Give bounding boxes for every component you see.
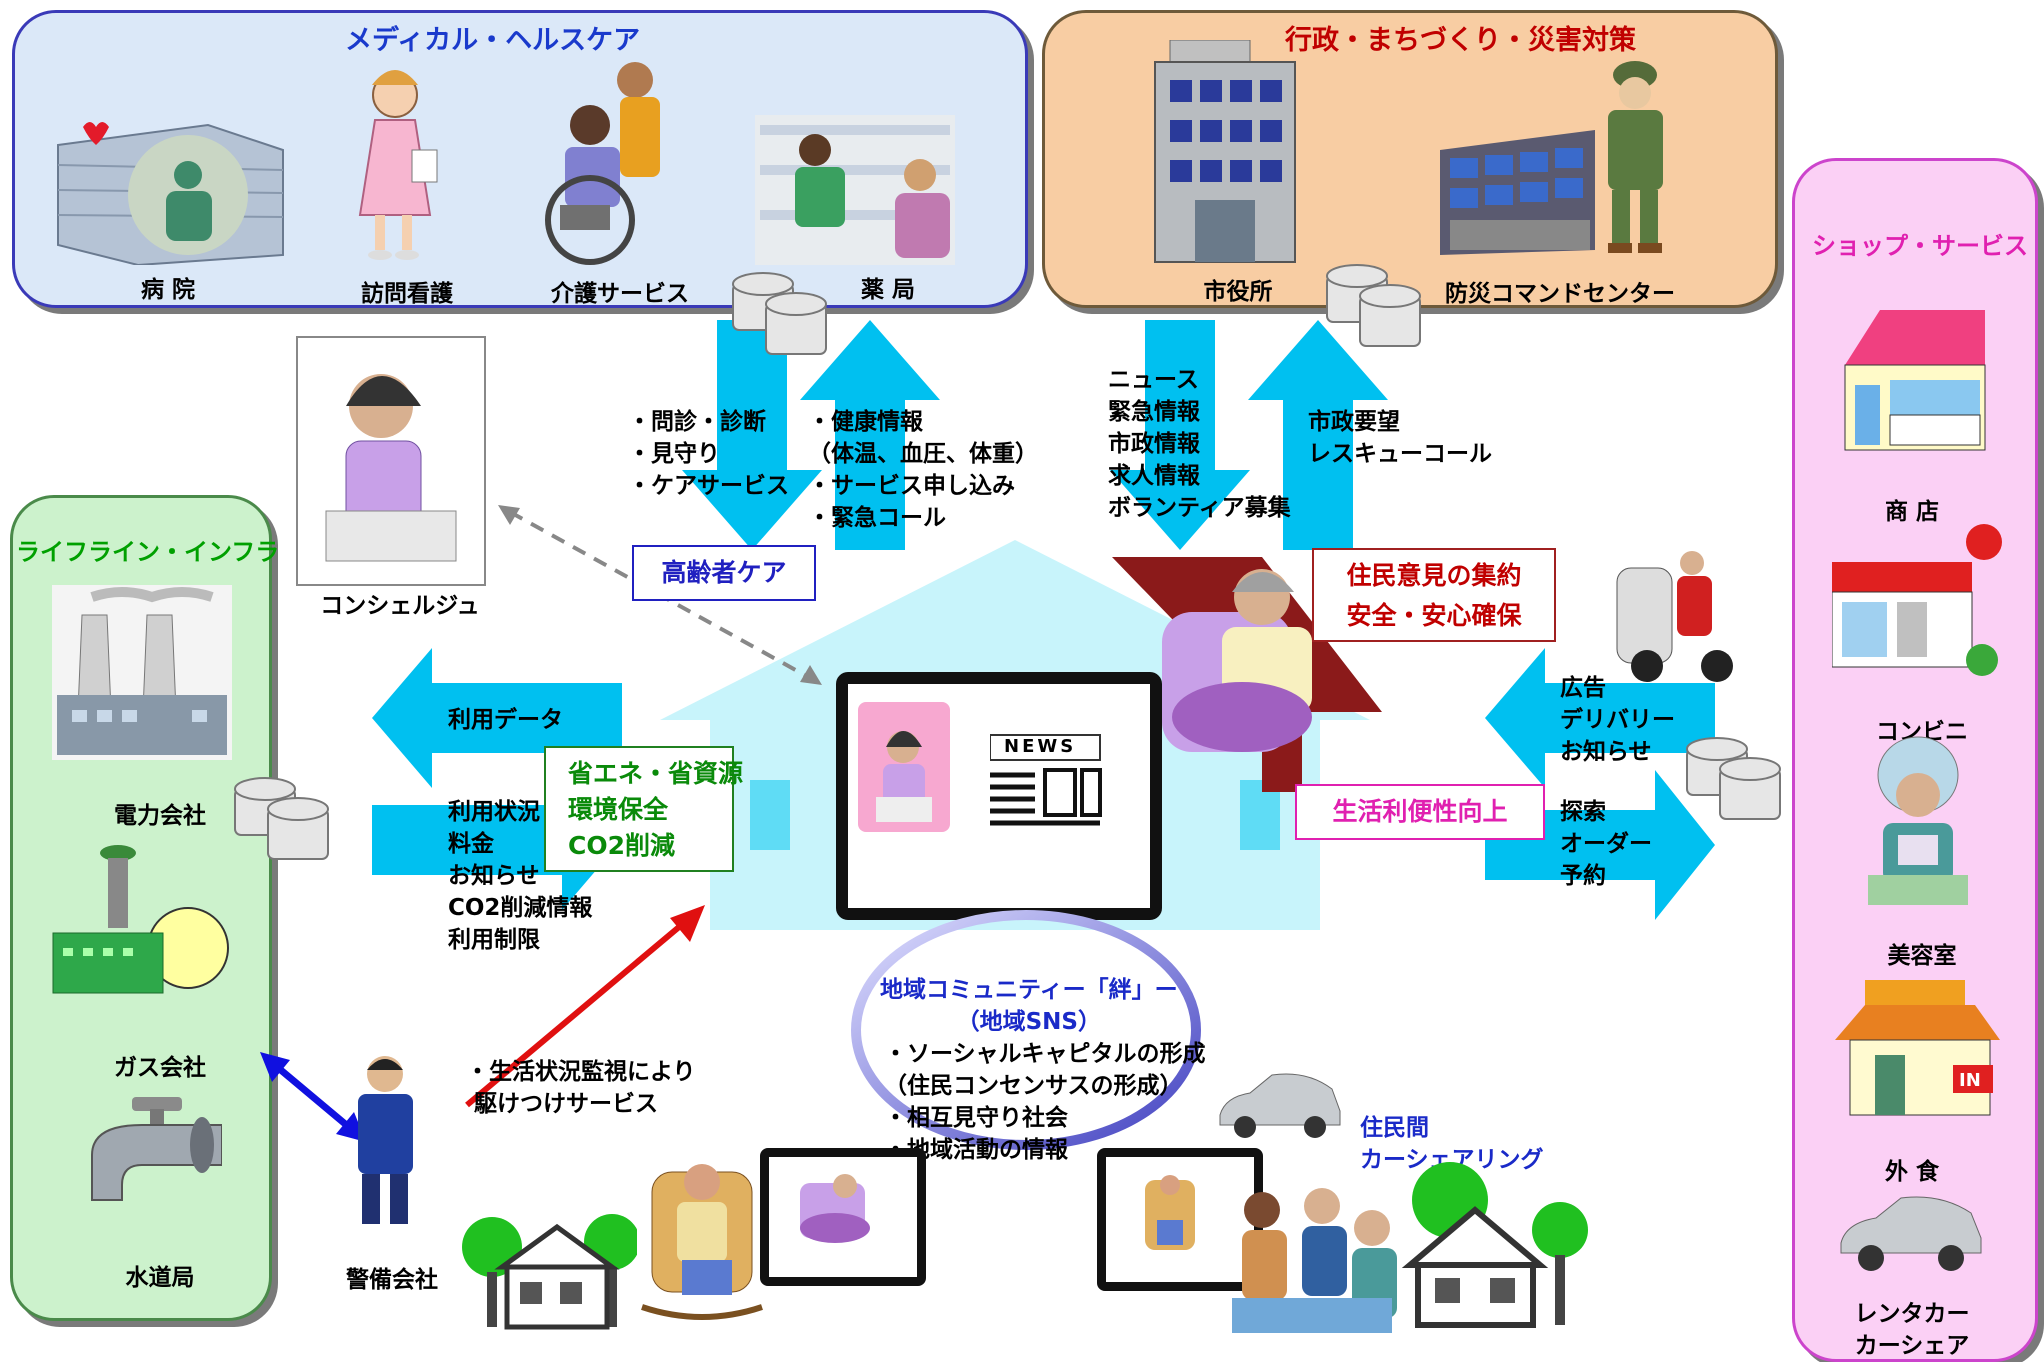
svg-text:IN: IN: [1959, 1070, 1981, 1091]
arrow-care-down: [682, 320, 822, 550]
emergency-red-arrow: [465, 905, 705, 1108]
convenience-box: 生活利便性向上: [1295, 784, 1545, 840]
hospital-label: 病 院: [140, 277, 195, 303]
resident-with-cushion-icon: [1112, 557, 1382, 792]
lifeline-panel-title: ライフライン・インフラ: [16, 538, 280, 566]
arrow-care-up: [800, 320, 940, 550]
water-bureau-label: 水道局: [125, 1265, 195, 1291]
beauty-salon-icon: [1868, 736, 1968, 905]
bottom-tablet-left: [760, 1148, 926, 1286]
security-company-label: 警備会社: [346, 1267, 438, 1293]
rental-car-icon: [1840, 1196, 1982, 1271]
concierge-icon: [296, 336, 486, 586]
concierge-label: コンシェルジュ: [320, 593, 480, 619]
pharmacy-icon: [755, 115, 955, 265]
shop-left-text: 広告 デリバリー お知らせ: [1560, 675, 1675, 765]
card-players-icon: [1232, 1188, 1397, 1333]
gas-plant-icon: [52, 845, 229, 994]
arrow-gov-down: [1110, 320, 1250, 550]
city-hall-icon: [1154, 40, 1296, 263]
life-right-text: 利用状況 料金 お知らせ CO2削減情報 利用制限: [448, 799, 593, 953]
power-company-label: 電力会社: [114, 803, 206, 829]
elderly-care-box: 高齢者ケア: [632, 545, 816, 601]
convenience-store-icon: [1832, 524, 2002, 676]
community-ellipse: [851, 910, 1201, 1150]
care-service-icon: [545, 62, 660, 265]
security-guard-icon: [358, 1056, 413, 1224]
tablet-elderly-icon: [1145, 1175, 1195, 1250]
gov-down-text: ニュース 緊急情報 市政情報 求人情報 ボランティア募集: [1108, 367, 1291, 521]
city-hall-label: 市役所: [1203, 279, 1273, 305]
news-icon: [990, 734, 1102, 826]
security-service-text: ・生活状況監視により 駆けつけサービス: [466, 1059, 696, 1117]
visiting-nurse-label: 訪問看護: [361, 281, 453, 307]
car-share-car-icon: [1219, 1073, 1341, 1138]
disaster-command-label: 防災コマンドセンター: [1445, 281, 1675, 307]
elderly-rocking-chair-icon: [641, 1164, 763, 1320]
care-down-text: ・問診・診断 ・見守り ・ケアサービス: [628, 409, 789, 499]
house-trees-icon: [462, 1214, 637, 1330]
tablet-operator-icon: [858, 702, 950, 832]
eco-box: 省エネ・省資源 環境保全 CO2削減: [544, 746, 743, 872]
tablet-resident-icon: [800, 1174, 870, 1243]
database-icon: [1326, 264, 1421, 347]
beauty-salon-label: 美容室: [1887, 943, 1957, 969]
database-icon: [234, 777, 329, 860]
community-title: 地域コミュニティー「絆」ー （地域SNS）: [880, 977, 1178, 1035]
gas-company-label: ガス会社: [114, 1055, 206, 1081]
restaurant-label: 外 食: [1884, 1159, 1939, 1185]
opinion-box: 住民意見の集約 安全・安心確保: [1312, 548, 1556, 642]
shop-panel-title: ショップ・サービス: [1812, 232, 2028, 260]
care-up-text: ・健康情報 （体温、血圧、体重） ・サービス申し込み ・緊急コール: [808, 409, 1038, 531]
arrow-shop-left: [1485, 648, 1715, 788]
shop-store-icon: [1844, 310, 1986, 451]
rental-car-label: レンタカー カーシェア: [1854, 1301, 1970, 1359]
hospital-icon: [57, 122, 284, 265]
shop-right-text: 探索 オーダー 予約: [1560, 799, 1652, 889]
gov-panel-title: 行政・まちづくり・災害対策: [1285, 25, 1636, 56]
medical-panel-title: メディカル・ヘルスケア: [345, 25, 641, 56]
soldier-icon: [1608, 61, 1663, 253]
power-plant-icon: [52, 585, 232, 760]
visiting-nurse-icon: [358, 70, 438, 260]
database-icon: [732, 272, 827, 355]
disaster-command-center-icon: [1440, 130, 1595, 255]
arrow-gov-up: [1248, 320, 1388, 550]
care-service-label: 介護サービス: [551, 281, 689, 307]
news-label: NEWS: [1004, 736, 1077, 757]
restaurant-icon: IN: [1835, 980, 2000, 1116]
shop-store-label: 商 店: [1884, 499, 1939, 525]
arrow-shop-right: [1485, 770, 1715, 920]
gov-up-text: 市政要望 レスキューコール: [1308, 409, 1492, 467]
community-items: ・ソーシャルキャピタルの形成 （住民コンセンサスの形成） ・相互見守り社会 ・地…: [884, 1041, 1206, 1163]
database-icon: [1686, 737, 1781, 820]
house-trees-icon: [1401, 1162, 1588, 1328]
life-left-text: 利用データ: [448, 707, 563, 733]
water-faucet-icon: [91, 1097, 222, 1201]
delivery-scooter-icon: [1616, 551, 1733, 682]
pharmacy-label: 薬 局: [860, 277, 915, 303]
